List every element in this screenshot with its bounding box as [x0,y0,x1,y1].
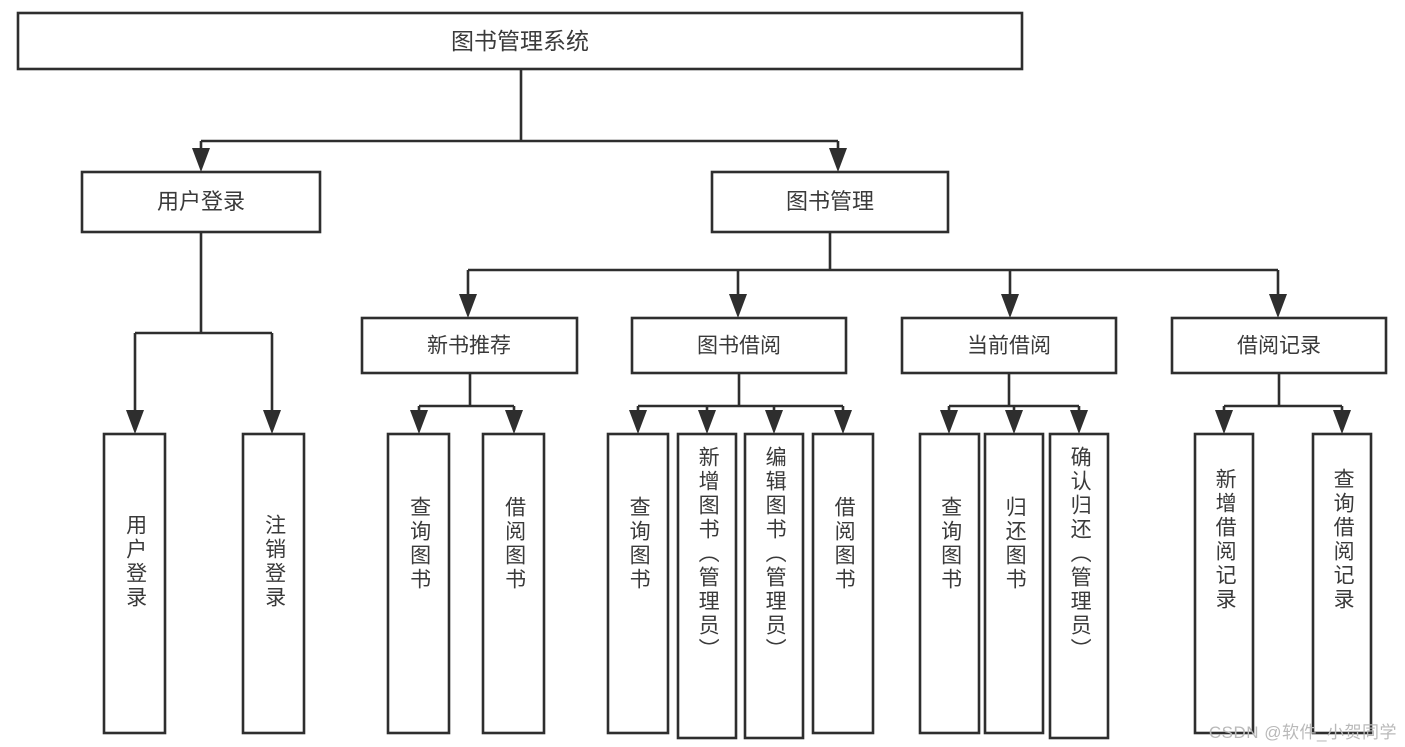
leaf-borrow-book-1-box[interactable] [481,432,546,735]
arrow-to-leaf-query-book-1 [410,410,428,434]
root-box[interactable] [16,11,1024,71]
leaf-return-book-box[interactable] [983,432,1045,735]
leaf-borrow-book-2-box[interactable] [811,432,875,735]
arrow-to-leaf-return-book [1005,410,1023,434]
connector-borrow-record-bus [1222,373,1344,414]
new-book-recommend-label: 新书推荐 [427,335,511,358]
user-login-label: 用户登录 [157,189,245,214]
book-borrow-label: 图书借阅 [697,335,781,358]
connector-new-book-recommend-bus [417,373,516,414]
root-label: 图书管理系统 [451,28,589,54]
arrow-to-leaf-logout-login [263,410,281,434]
leaf-confirm-return-admin-box[interactable] [1048,432,1110,740]
leaf-query-book-3-box[interactable] [918,432,981,735]
csdn-watermark: CSDN @软件_小贺同学 [1208,723,1397,742]
arrow-to-leaf-confirm-return-admin [1070,410,1088,434]
node-new-book-recommend[interactable]: 新书推荐 [360,316,579,375]
leaf-edit-book-admin-box[interactable] [743,432,805,740]
connector-current-borrow-bus [947,373,1081,414]
user-login-box[interactable] [80,170,322,234]
current-borrow-box[interactable] [900,316,1118,375]
arrow-to-leaf-query-book-2 [629,410,647,434]
node-book-manage[interactable]: 图书管理 [710,170,950,234]
arrow-to-borrow-record [1269,294,1287,318]
arrow-to-leaf-user-login [126,410,144,434]
new-book-recommend-box[interactable] [360,316,579,375]
connector-root-to-level2 [199,69,840,152]
leaf-add-book-admin-box[interactable] [676,432,738,740]
leaf-logout-login-box[interactable] [241,432,306,735]
arrow-to-current-borrow [1001,294,1019,318]
arrow-to-leaf-edit-book-admin [765,410,783,434]
arrow-to-leaf-add-book-admin [698,410,716,434]
connector-book-manage-bus [466,232,1280,298]
leaf-user-login-box[interactable] [102,432,167,735]
borrow-record-label: 借阅记录 [1237,335,1321,358]
book-manage-label: 图书管理 [786,189,874,214]
arrow-to-leaf-query-borrow-record [1333,410,1351,434]
connector-user-login-bus [133,232,274,414]
arrow-to-book-manage [829,148,847,172]
connectors-layer [126,69,1351,434]
node-user-login[interactable]: 用户登录 [80,170,322,234]
connector-book-borrow-bus [636,373,845,414]
current-borrow-label: 当前借阅 [967,335,1051,358]
node-book-borrow[interactable]: 图书借阅 [630,316,848,375]
leaf-query-book-1-box[interactable] [386,432,451,735]
node-root[interactable]: 图书管理系统 [16,11,1024,71]
leaf-query-borrow-record-box[interactable] [1311,432,1373,735]
arrow-to-new-book-recommend [459,294,477,318]
arrow-to-leaf-borrow-book-1 [505,410,523,434]
arrow-to-leaf-query-book-3 [940,410,958,434]
borrow-record-box[interactable] [1170,316,1388,375]
leaf-boxes-layer [102,432,1373,740]
book-manage-box[interactable] [710,170,950,234]
arrow-to-leaf-borrow-book-2 [834,410,852,434]
book-borrow-box[interactable] [630,316,848,375]
arrow-to-book-borrow [729,294,747,318]
arrow-to-user-login [192,148,210,172]
node-borrow-record[interactable]: 借阅记录 [1170,316,1388,375]
node-current-borrow[interactable]: 当前借阅 [900,316,1118,375]
leaf-query-book-2-box[interactable] [606,432,670,735]
leaf-add-borrow-record-box[interactable] [1193,432,1255,735]
arrow-to-leaf-add-borrow-record [1215,410,1233,434]
